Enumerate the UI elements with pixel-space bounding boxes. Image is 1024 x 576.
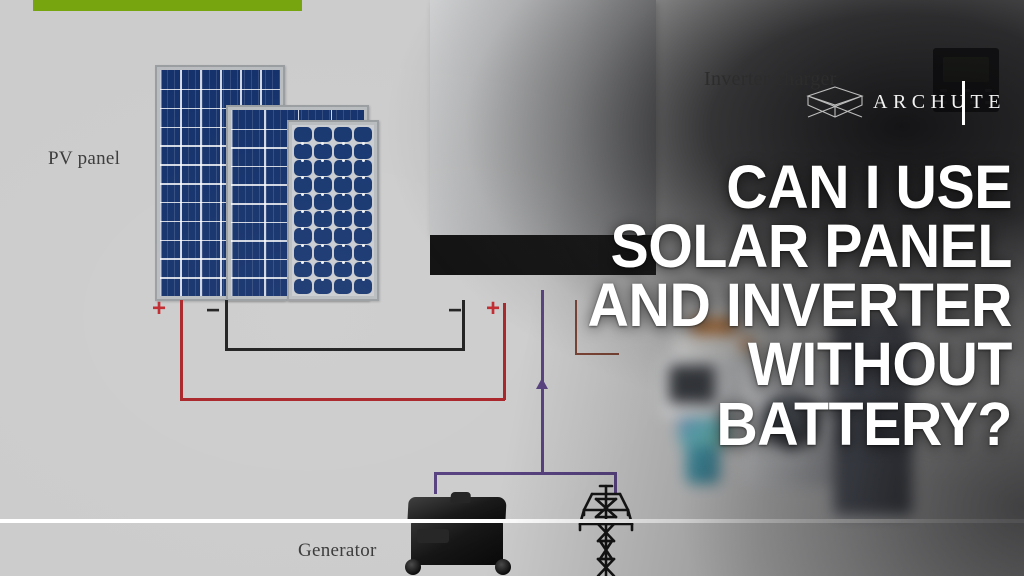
green-accent-bar	[33, 0, 302, 11]
cell-busbar-dot	[341, 243, 345, 247]
mono-solar-cell	[333, 262, 353, 278]
mono-solar-cell	[293, 160, 313, 176]
mono-solar-cell	[293, 126, 313, 142]
generator-label: Generator	[298, 540, 377, 561]
terminal-sign-pv-positive-right: +	[486, 295, 501, 322]
pv-panel-3	[287, 120, 379, 301]
pv-panel-3-cells	[292, 125, 374, 296]
generator-handle	[450, 492, 471, 503]
cell-busbar-dot	[341, 260, 345, 264]
mono-solar-cell	[353, 279, 373, 295]
generator-body	[411, 521, 503, 565]
horizontal-divider-rule	[0, 519, 1024, 523]
mono-solar-cell	[293, 143, 313, 159]
generator-wheel-left	[405, 559, 421, 575]
mono-solar-cell	[313, 126, 333, 142]
terminal-sign-pv-negative-left: −	[206, 297, 221, 324]
cell-busbar-dot	[361, 226, 365, 230]
mono-solar-cell	[353, 245, 373, 261]
brand-divider	[962, 81, 965, 125]
page-title: CAN I USE SOLAR PANEL AND INVERTER WITHO…	[514, 153, 1013, 458]
mono-solar-cell	[353, 160, 373, 176]
mono-solar-cell	[293, 262, 313, 278]
mono-solar-cell	[333, 126, 353, 142]
mono-solar-cell	[313, 211, 333, 227]
mono-solar-cell	[313, 143, 333, 159]
mono-solar-cell	[333, 177, 353, 193]
wire-pv-negative-left-vertical	[225, 300, 228, 350]
mono-solar-cell	[293, 211, 313, 227]
cell-busbar-dot	[361, 175, 365, 179]
wire-negative-bus-horizontal	[225, 348, 465, 351]
mono-solar-cell	[293, 228, 313, 244]
cell-busbar-dot	[361, 158, 365, 162]
wire-ac-bus-horizontal	[434, 472, 616, 475]
cell-busbar-dot	[361, 243, 365, 247]
wire-positive-bus-horizontal	[180, 398, 505, 401]
cell-busbar-dot	[361, 142, 365, 146]
mono-solar-cell	[353, 211, 373, 227]
mono-solar-cell	[333, 143, 353, 159]
inverter-lcd-display	[943, 57, 989, 82]
mono-solar-cell	[353, 143, 373, 159]
cell-busbar-dot	[341, 226, 345, 230]
wire-pv-positive-left-vertical	[180, 300, 183, 400]
mono-solar-cell	[333, 160, 353, 176]
terminal-sign-pv-positive-left: +	[152, 295, 167, 322]
cell-busbar-dot	[361, 192, 365, 196]
mono-solar-cell	[313, 177, 333, 193]
mono-solar-cell	[293, 177, 313, 193]
transmission-tower	[570, 477, 642, 576]
cell-busbar-dot	[361, 260, 365, 264]
title-line-3: AND INVERTER	[587, 271, 1013, 340]
mono-solar-cell	[313, 160, 333, 176]
generator-wheel-right	[495, 559, 511, 575]
cell-gridline-horizontal	[160, 88, 280, 91]
cell-busbar-dot	[341, 175, 345, 179]
mono-solar-cell	[353, 194, 373, 210]
wire-pv-negative-right-vertical	[462, 300, 465, 350]
mono-solar-cell	[293, 279, 313, 295]
cell-busbar-dot	[341, 277, 345, 281]
wire-ac-to-generator	[434, 472, 437, 494]
cell-busbar-dot	[341, 192, 345, 196]
mono-solar-cell	[353, 262, 373, 278]
mono-solar-cell	[313, 228, 333, 244]
mono-solar-cell	[313, 262, 333, 278]
cell-busbar-dot	[361, 277, 365, 281]
cell-busbar-dot	[361, 209, 365, 213]
mono-solar-cell	[333, 245, 353, 261]
mono-solar-cell	[353, 126, 373, 142]
title-line-4: WITHOUT	[747, 330, 1013, 399]
wire-inverter-positive-vertical	[503, 303, 506, 400]
mono-solar-cell	[333, 194, 353, 210]
cell-busbar-dot	[341, 158, 345, 162]
title-line-2: SOLAR PANEL	[610, 212, 1012, 281]
brand-name: ARCHUTE	[873, 90, 1006, 113]
mono-solar-cell	[353, 228, 373, 244]
mono-solar-cell	[353, 177, 373, 193]
generator-unit	[403, 492, 513, 576]
mono-solar-cell	[333, 228, 353, 244]
mono-solar-cell	[313, 245, 333, 261]
pylon-icon	[578, 484, 634, 576]
mono-solar-cell	[293, 245, 313, 261]
title-line-1: CAN I USE	[726, 153, 1012, 221]
mono-solar-cell	[293, 194, 313, 210]
inverter-charger-label: Inverter charger	[704, 68, 837, 90]
cell-busbar-dot	[341, 209, 345, 213]
mono-solar-cell	[333, 279, 353, 295]
mono-solar-cell	[333, 211, 353, 227]
archute-diamond-mark-icon	[806, 86, 864, 118]
cell-busbar-dot	[341, 142, 345, 146]
mono-solar-cell	[313, 194, 333, 210]
brand-logo: ARCHUTE	[806, 83, 1006, 121]
pv-panel-label: PV panel	[48, 148, 121, 169]
terminal-sign-pv-negative-right: −	[448, 297, 463, 324]
title-line-5: BATTERY?	[716, 389, 1012, 458]
mono-solar-cell	[313, 279, 333, 295]
